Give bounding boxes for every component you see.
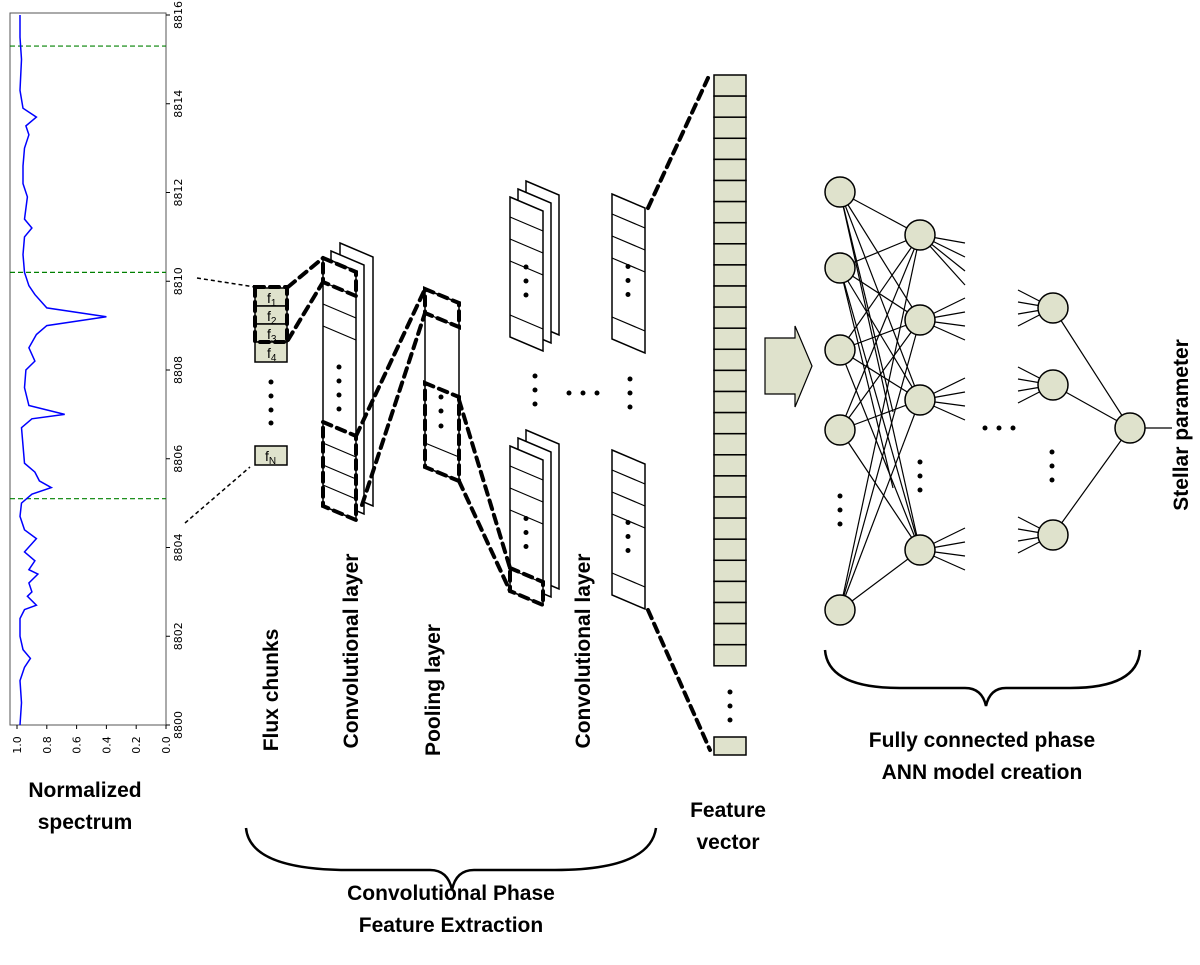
pooling-label: Pooling layer	[422, 624, 445, 756]
connector-line	[196, 277, 256, 288]
spectrum-line	[19, 15, 107, 726]
conv-layer-1-label: Convolutional layer	[340, 554, 363, 749]
plot-frame	[9, 12, 167, 726]
neuron	[1037, 519, 1069, 551]
conv-phase-label-2: Feature Extraction	[359, 914, 543, 937]
neuron	[904, 534, 936, 566]
neuron	[824, 414, 856, 446]
neuron	[904, 384, 936, 416]
feature-label-1: Feature	[690, 799, 766, 822]
flux-tick: 0.6	[71, 736, 84, 754]
feature-cell	[713, 158, 747, 182]
conv-layer-2-label: Convolutional layer	[572, 554, 595, 749]
chunk-label: f4	[267, 345, 277, 364]
feature-cell	[713, 285, 747, 308]
flux-tick: 1.0	[11, 736, 24, 754]
ann-network	[824, 176, 1172, 626]
neuron	[824, 176, 856, 208]
feature-label-2: vector	[696, 831, 759, 854]
neuron	[824, 334, 856, 366]
fc-phase-label-2: ANN model creation	[882, 761, 1083, 784]
feature-cell	[713, 327, 747, 351]
fc-phase-label-1: Fully connected phase	[869, 729, 1095, 752]
feature-cell	[713, 74, 747, 97]
feature-cell	[713, 264, 747, 287]
feature-cell	[713, 538, 747, 562]
feature-map	[509, 195, 544, 353]
feature-cell	[713, 559, 747, 583]
chunk-label: f2	[267, 308, 277, 327]
feature-cell	[713, 517, 747, 540]
feature-map	[611, 192, 646, 355]
conv-layer-1	[321, 241, 374, 524]
flux-tick: 0.8	[41, 736, 54, 754]
conv-phase-label-1: Convolutional Phase	[347, 882, 555, 905]
wavelength-tick: 8812	[172, 179, 185, 207]
feature-cell	[713, 454, 747, 477]
normalized-label-2: spectrum	[38, 811, 133, 834]
feature-map	[611, 448, 646, 611]
feature-cell	[713, 475, 747, 498]
feature-cell	[713, 643, 747, 667]
feature-cell	[713, 179, 747, 203]
spectrum-plot: 8800 8802 8804 8806 8808 8810 8812 8814 8816 1.0…	[9, 1, 185, 754]
wavelength-tick: 8808	[172, 356, 185, 384]
stellar-parameter-label: Stellar parameter	[1170, 339, 1193, 511]
conv-layer-2	[509, 179, 646, 611]
feature-cell	[713, 243, 747, 266]
feature-cell	[713, 200, 747, 224]
neuron	[1114, 412, 1146, 444]
wavelength-tick: 8800	[172, 711, 185, 739]
feature-cell	[713, 369, 747, 393]
neuron	[1037, 292, 1069, 324]
wavelength-tick: 8804	[172, 534, 185, 562]
flux-chunks: f1 f2 f3 f4 fN	[253, 285, 289, 467]
normalized-label-1: Normalized	[28, 779, 141, 802]
brace	[244, 827, 658, 891]
wavelength-tick: 8814	[172, 90, 185, 118]
feature-cell	[713, 137, 747, 161]
feature-cell	[713, 496, 747, 519]
brace	[823, 649, 1142, 707]
chunk-label: f3	[267, 326, 277, 345]
wavelength-tick: 8816	[172, 1, 185, 29]
flux-chunks-label: Flux chunks	[260, 629, 283, 752]
feature-cell	[713, 580, 747, 604]
wavelength-tick: 8802	[172, 622, 185, 650]
feature-cell	[713, 432, 747, 456]
feature-cell	[713, 116, 747, 140]
neuron	[824, 252, 856, 284]
feature-cell	[713, 348, 747, 372]
feature-cell	[713, 390, 747, 414]
feature-cell	[713, 95, 747, 118]
pooling-layer	[423, 286, 461, 484]
wavelength-tick: 8806	[172, 445, 185, 473]
feature-cell	[713, 601, 747, 625]
feature-cell	[713, 411, 747, 435]
flux-tick: 0.4	[100, 736, 113, 754]
arrow-icon	[764, 325, 813, 408]
connector-line	[184, 466, 251, 524]
feature-cell	[713, 306, 747, 329]
feature-cell	[713, 221, 747, 245]
feature-vector	[713, 74, 747, 667]
flux-tick: 0.2	[130, 736, 143, 754]
kernel-window	[253, 285, 289, 344]
chunk-label: fN	[265, 448, 276, 467]
neuron	[904, 219, 936, 251]
wavelength-tick: 8810	[172, 267, 185, 295]
chunk-fN	[254, 445, 288, 466]
neuron	[904, 304, 936, 336]
neuron	[824, 594, 856, 626]
feature-cell	[713, 622, 747, 646]
neuron	[1037, 369, 1069, 401]
flux-tick: 0.0	[160, 736, 173, 754]
chunk-label: f1	[267, 290, 277, 309]
